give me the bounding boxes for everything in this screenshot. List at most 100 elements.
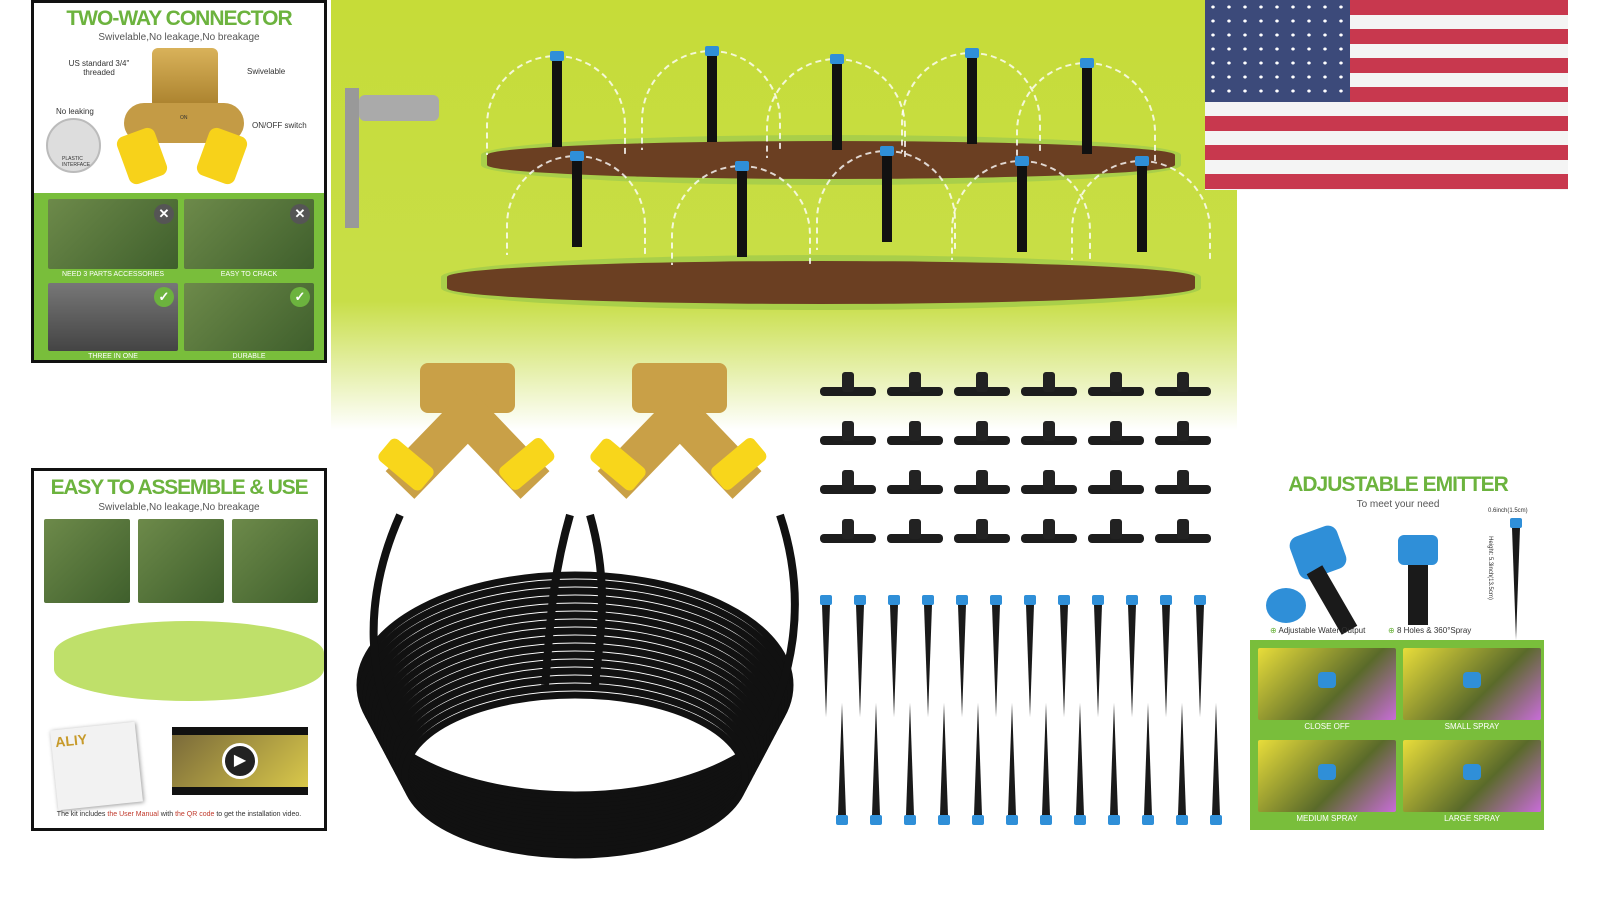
tee-connector-icon [885, 419, 945, 449]
emitter-stem [1306, 565, 1358, 635]
drip-stake-icon [1126, 595, 1138, 720]
garden-diagram [54, 621, 324, 701]
drip-stake-icon [1006, 700, 1018, 825]
tee-connector-icon [952, 468, 1012, 498]
drip-stake-icon [888, 595, 900, 720]
hose-loop [401, 691, 749, 859]
brass-y-valve-icon [590, 363, 767, 499]
panel-subtitle: Swivelable,No leakage,No breakage [98, 32, 260, 43]
tee-photo [138, 519, 224, 603]
tee-connector-icon [1153, 370, 1213, 400]
drip-stake-icon [1074, 700, 1086, 825]
tee-connector-icon [1153, 419, 1213, 449]
spray-mode-label: LARGE SPRAY [1444, 814, 1500, 823]
tee-connector-icon [885, 468, 945, 498]
tee-connector-icon [952, 370, 1012, 400]
tee-connector-icon [952, 419, 1012, 449]
drip-stake-icon [904, 700, 916, 825]
play-icon[interactable]: ▶ [222, 743, 258, 779]
spray-mode-label: CLOSE OFF [1304, 722, 1350, 731]
emitter-spray-icon [1398, 535, 1438, 565]
panel-subtitle: Swivelable,No leakage,No breakage [98, 502, 260, 513]
faucet-icon [345, 88, 359, 228]
drip-stake-icon [854, 595, 866, 720]
drip-stake-icon [1024, 595, 1036, 720]
drip-stake-icon [1092, 595, 1104, 720]
tee-connector-icon [1153, 517, 1213, 547]
drip-stake-icon [820, 595, 832, 720]
tee-connector-icon [818, 370, 878, 400]
spray-mode-photo [1258, 740, 1396, 812]
sprinkler-stake-icon [641, 46, 781, 150]
spray-mode-photo [1403, 648, 1541, 720]
panel-subtitle: To meet your need [1356, 499, 1440, 510]
footer-note: The kit includes the User Manual with th… [56, 811, 302, 818]
hose-coil [356, 363, 799, 859]
callout-threaded: US standard 3/4" threaded [68, 59, 130, 77]
easy-assemble-panel: EASY TO ASSEMBLE & USE Swivelable,No lea… [31, 468, 327, 831]
drip-stake-icon [938, 700, 950, 825]
drip-stake-icon [1160, 595, 1172, 720]
two-way-connector-panel: TWO-WAY CONNECTOR Swivelable,No leakage,… [31, 0, 327, 363]
faucet-spout [359, 95, 439, 121]
panel-title: TWO-WAY CONNECTOR [66, 7, 292, 30]
callout-on-off: ON/OFF switch [252, 121, 307, 130]
panel-title: ADJUSTABLE EMITTER [1288, 473, 1509, 496]
comparison-caption: THREE IN ONE [88, 353, 138, 360]
spray-mode-photo [1258, 648, 1396, 720]
check-icon: ✓ [290, 287, 310, 307]
drip-stake-icon [1040, 700, 1052, 825]
callout-no-leaking: No leaking [56, 107, 94, 116]
video-thumbnail[interactable]: ▶ [172, 727, 308, 795]
sprinkler-stake-icon [486, 51, 626, 155]
feature-8-holes: ⊕ 8 Holes & 360°Spray [1388, 626, 1472, 635]
us-flag-icon [1205, 0, 1568, 190]
valve-marking: ON [180, 115, 188, 121]
drip-stake-icon [1176, 700, 1188, 825]
spray-mode-label: SMALL SPRAY [1444, 722, 1500, 731]
sprinkler-stake-icon [766, 54, 906, 158]
comparison-caption: EASY TO CRACK [220, 271, 278, 278]
comparison-grid: ✕ NEED 3 PARTS ACCESSORIES ✕ EASY TO CRA… [34, 193, 324, 360]
stake-photo [232, 519, 318, 603]
tee-connector-icon [1086, 370, 1146, 400]
drip-stake-icon [972, 700, 984, 825]
adjustable-emitter-panel: ADJUSTABLE EMITTER To meet your need ⊕ A… [1248, 470, 1548, 835]
garden-bed-lower [441, 255, 1201, 310]
comparison-caption: DURABLE [232, 353, 266, 360]
user-manual: ALIY [50, 721, 143, 811]
tee-connector-icon [1086, 517, 1146, 547]
panel-title: EASY TO ASSEMBLE & USE [50, 476, 309, 499]
tee-connector-icon [818, 419, 878, 449]
drip-stake-icon [1108, 700, 1120, 825]
dimension-width: 0.6inch(1.5cm) [1488, 508, 1528, 514]
valve-photo [44, 519, 130, 603]
dimension-height: Height: 5.3inch(13.5cm) [1486, 536, 1493, 600]
plastic-interface-inset: PLASTIC INTERFACE [46, 118, 101, 173]
drip-stake-icon [1142, 700, 1154, 825]
garden-illustration [331, 0, 1237, 430]
cross-icon: ✕ [154, 204, 174, 224]
spray-mode-label: MEDIUM SPRAY [1296, 814, 1358, 823]
tee-connector-icon [885, 370, 945, 400]
drip-stake-icon [1510, 518, 1522, 643]
tee-connector-icon [1086, 468, 1146, 498]
brass-y-valve-icon [152, 48, 218, 108]
tee-connector-icon [818, 517, 878, 547]
spray-modes-grid: CLOSE OFF SMALL SPRAY MEDIUM SPRAY LARGE SP… [1250, 640, 1544, 830]
drip-stake-icon [1058, 595, 1070, 720]
drip-stake-icon [956, 595, 968, 720]
brass-y-valve-icon [378, 363, 555, 499]
drip-stake-icon [922, 595, 934, 720]
drip-stake-icon [1210, 700, 1222, 825]
spray-mode-photo [1403, 740, 1541, 812]
comparison-caption: NEED 3 PARTS ACCESSORIES [61, 271, 165, 278]
feature-adjustable-output: ⊕ Adjustable Water Output [1270, 626, 1366, 635]
drip-stake-icon [990, 595, 1002, 720]
sprinkler-stake-icon [1016, 58, 1156, 162]
emitter-stem [1408, 565, 1428, 625]
drip-stake-icon [836, 700, 848, 825]
tee-connector-icon [885, 517, 945, 547]
drip-stake-icon [870, 700, 882, 825]
tee-connector-icon [952, 517, 1012, 547]
